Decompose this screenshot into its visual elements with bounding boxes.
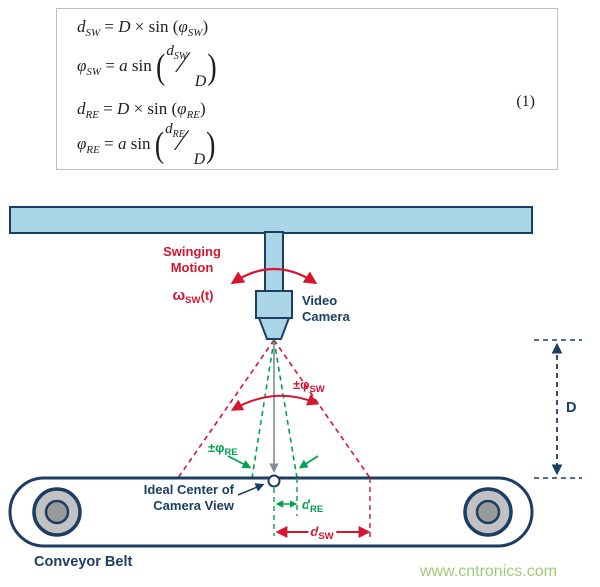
eq-subscript: SW: [187, 27, 203, 39]
eq-term: ): [202, 17, 209, 36]
eq-subscript: RE: [86, 143, 100, 156]
equation-line-4: φRE = a sin (dRE∕ D): [77, 121, 216, 168]
eq-term: φ: [178, 17, 188, 36]
equation-line-1: dSW = D × sin (φSW): [77, 17, 208, 39]
eq-fraction-slash: ∕: [180, 46, 186, 79]
eq-term: sin: [127, 55, 157, 75]
eq-term: =: [100, 17, 119, 36]
phi-sw-angle-label: ±φSW: [293, 377, 325, 395]
equation-line-2: φSW = a sin (dSW∕ D): [77, 43, 217, 90]
ceiling-mount-bar: [9, 206, 533, 234]
phi-re-right-arrow: [298, 455, 319, 469]
camera-post: [264, 231, 284, 293]
eq-subscript: SW: [86, 65, 102, 78]
ideal-center-pointer-arrow: [237, 483, 265, 496]
eq-open-paren: (: [156, 47, 166, 88]
eq-term: a: [117, 133, 127, 153]
d-dim-label: D: [566, 400, 576, 416]
ideal-center-label-line2: Camera View: [153, 498, 235, 513]
equation-line-3: dRE = D × sin (φRE): [77, 99, 206, 121]
eq-term: ): [200, 99, 206, 118]
conveyor-belt: [8, 476, 534, 548]
eq-fraction-slash: ∕: [179, 124, 185, 157]
eq-term: =: [99, 133, 118, 153]
eq-term: =: [98, 99, 118, 118]
ideal-center-label-line1: Ideal Center of: [144, 482, 235, 497]
eq-fraction: dRE∕ D: [165, 121, 206, 168]
eq-close-paren: ): [206, 125, 216, 166]
eq-term: sin: [126, 133, 155, 153]
camera-body: [255, 290, 293, 319]
eq-term: × sin (: [129, 99, 178, 118]
equation-box: dSW = D × sin (φSW) φSW = a sin (dSW∕D) …: [56, 8, 558, 170]
camera-lens: [257, 317, 291, 340]
watermark: www.cntronics.com: [419, 563, 557, 580]
belt-roller-left-hub: [44, 499, 70, 525]
eq-term: D: [117, 99, 130, 118]
video-camera-label-line2: Camera: [302, 309, 350, 324]
belt-roller-right-hub: [475, 499, 501, 525]
camera-swing-diagram: Swinging Motion ωSW(t) Video Camera ±φSW…: [8, 206, 582, 580]
swinging-motion-label-line1: Swinging: [163, 244, 221, 259]
eq-numerator: dRE: [165, 121, 185, 140]
eq-term: φ: [77, 133, 87, 153]
swing-cone-dashed-lines: [177, 339, 371, 479]
eq-term: d: [77, 99, 86, 118]
d-re-label: dRE: [302, 497, 323, 515]
eq-numerator: dSW: [166, 43, 188, 62]
video-camera-label-line1: Video: [302, 293, 337, 308]
eq-subscript: SW: [85, 27, 101, 39]
conveyor-belt-label: Conveyor Belt: [34, 554, 132, 570]
eq-denominator: D: [194, 73, 207, 90]
eq-subscript: RE: [186, 109, 201, 121]
swinging-motion-label-line2: Motion: [171, 260, 214, 275]
omega-sw-label: ωSW(t): [173, 287, 214, 306]
eq-term: a: [119, 55, 128, 75]
eq-term: =: [101, 55, 120, 75]
ideal-center-point: [267, 474, 281, 488]
eq-term: D: [118, 17, 131, 36]
phi-re-angle-label: ±φRE: [208, 440, 238, 458]
eq-term: d: [77, 17, 86, 36]
equation-number: (1): [516, 93, 535, 110]
eq-term: φ: [77, 55, 87, 75]
phi-re-left-arrow: [227, 455, 252, 469]
eq-term: φ: [177, 99, 187, 118]
swing-motion-arrow: [230, 267, 318, 285]
eq-open-paren: (: [154, 125, 165, 166]
phi-sw-angle-arrow: [230, 394, 320, 411]
eq-denominator: D: [193, 151, 206, 168]
eq-subscript: RE: [85, 109, 99, 121]
eq-close-paren: ): [207, 47, 217, 88]
eq-term: × sin (: [130, 17, 179, 36]
eq-fraction: dSW∕ D: [166, 43, 207, 90]
